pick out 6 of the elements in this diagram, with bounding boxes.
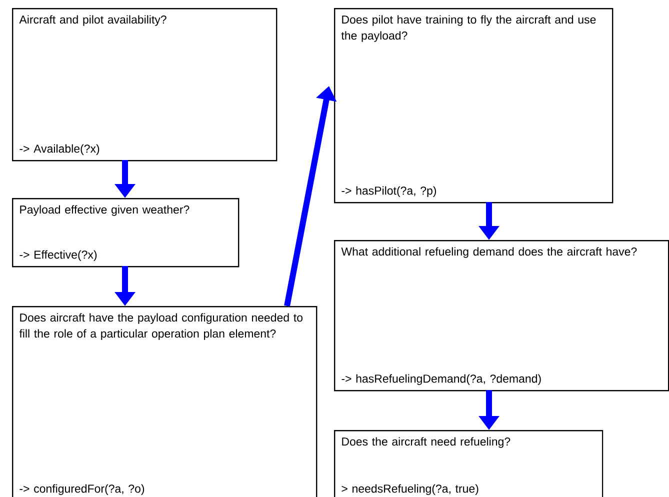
- question-box: Payload effective given weather? -> Effective(?x): [12, 198, 240, 268]
- question-box: Does the aircraft need refueling? > needsRefueling(?a, true): [334, 430, 604, 497]
- question-box: Does pilot have training to fly the aircraft and use the payload? -> hasPilot(?a, ?p): [334, 8, 614, 204]
- question-box: Does aircraft have the payload configuration needed to fill the role of a particular operation plan element? -> configuredFor(?a, ?o): [12, 306, 318, 497]
- question-box: Aircraft and pilot availability? -> Available(?x): [12, 8, 278, 162]
- question-box: What additional refueling demand does the aircraft have? -> hasRefuelingDemand(?a, ?demand): [334, 240, 669, 392]
